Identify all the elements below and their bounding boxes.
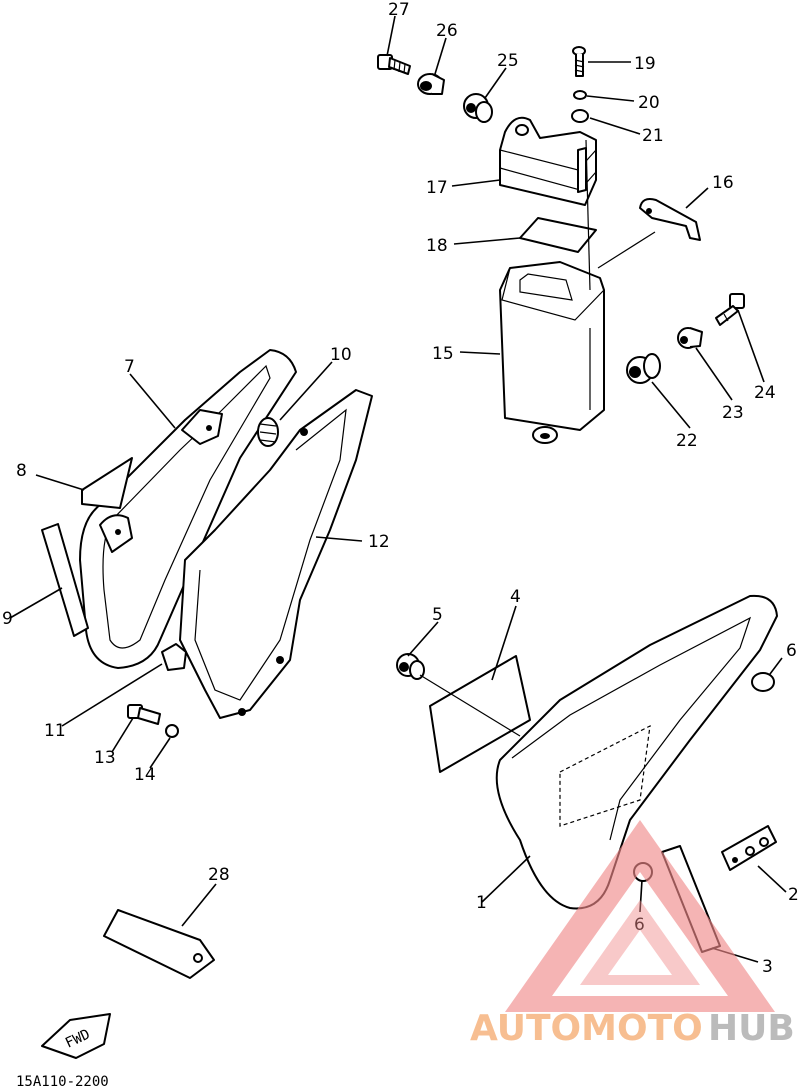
callout-21: 21 <box>642 126 664 146</box>
battery-cover-17-icon <box>499 116 597 206</box>
callout-26: 26 <box>436 21 458 41</box>
watermark-triangle-icon <box>505 820 775 1012</box>
washer-21-icon <box>571 109 589 123</box>
watermark-logo: AUTOMOTO HUB <box>470 820 795 1049</box>
emblem-8-icon <box>81 457 133 509</box>
callout-23: 23 <box>722 403 744 423</box>
callout-14: 14 <box>134 765 156 785</box>
grommet-10-icon <box>257 417 279 447</box>
callout-9: 9 <box>2 609 13 629</box>
grommet-25-icon <box>463 93 493 123</box>
side-cover-1-icon <box>495 594 778 910</box>
callout-13: 13 <box>94 748 116 768</box>
left-side-cover-group <box>41 349 373 738</box>
diagram-code: 15A110-2200 <box>16 1074 109 1089</box>
watermark-text-secondary: HUB <box>708 1008 795 1049</box>
callout-16: 16 <box>712 173 734 193</box>
callout-18: 18 <box>426 236 448 256</box>
callout-24: 24 <box>754 383 776 403</box>
callout-labels: 27 26 25 19 20 21 17 16 18 15 22 23 24 7… <box>2 0 799 977</box>
callout-28: 28 <box>208 865 230 885</box>
callout-20: 20 <box>638 93 660 113</box>
callout-7: 7 <box>124 357 135 377</box>
callout-8: 8 <box>16 461 27 481</box>
callout-15: 15 <box>432 344 454 364</box>
pad-18-icon <box>519 217 597 253</box>
callout-22: 22 <box>676 431 698 451</box>
screw-19-icon <box>572 46 586 77</box>
callout-4: 4 <box>510 587 521 607</box>
callout-27: 27 <box>388 0 410 20</box>
plate-2-icon <box>721 825 777 871</box>
callout-2: 2 <box>788 885 799 905</box>
callout-25: 25 <box>497 51 519 71</box>
callout-10: 10 <box>330 345 352 365</box>
washer-14-icon <box>165 724 179 738</box>
washer-20-icon <box>573 90 587 100</box>
strip-9-icon <box>41 523 89 637</box>
callout-12: 12 <box>368 532 390 552</box>
bracket-16-icon <box>639 198 701 241</box>
collar-23-icon <box>677 327 703 349</box>
bolt-13-icon <box>127 704 161 725</box>
callout-6b: 6 <box>634 915 645 935</box>
nut-6a-icon <box>751 672 775 692</box>
collar-26-icon <box>417 73 445 95</box>
callout-19: 19 <box>634 54 656 74</box>
bolt-24-icon <box>715 293 745 326</box>
callout-1: 1 <box>476 893 487 913</box>
cover-frame-7-icon <box>79 349 297 669</box>
callout-6a: 6 <box>786 641 797 661</box>
clip-11-icon <box>161 643 187 671</box>
emblem-4-icon <box>429 655 531 773</box>
grommet-5-icon <box>396 653 425 680</box>
callout-5: 5 <box>432 605 443 625</box>
pad-28-icon <box>103 909 215 979</box>
battery-box-group <box>377 46 745 444</box>
leader-lines <box>9 15 787 963</box>
side-panel-12-icon <box>179 389 373 719</box>
watermark-text-primary: AUTOMOTO <box>470 1008 703 1049</box>
grommet-22-icon <box>626 353 661 384</box>
callout-3: 3 <box>762 957 773 977</box>
fwd-arrow-icon: FWD <box>41 1013 111 1059</box>
callout-11: 11 <box>44 721 66 741</box>
battery-box-15-icon <box>499 261 605 444</box>
callout-17: 17 <box>426 178 448 198</box>
bolt-27-icon <box>377 54 411 75</box>
